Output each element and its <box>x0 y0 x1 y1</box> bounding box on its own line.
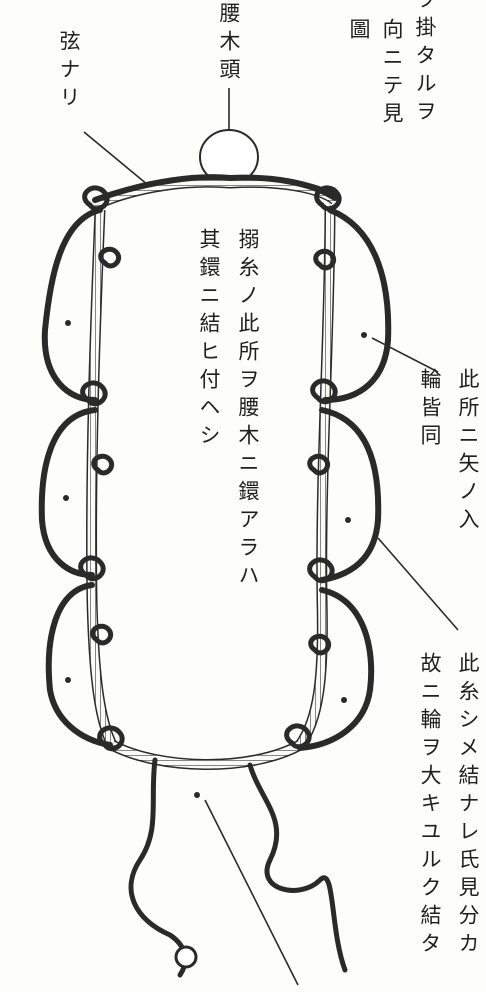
leader-lines <box>83 88 459 986</box>
outer-loops <box>38 174 392 751</box>
label-waist-head: 腰木頭 <box>217 2 241 86</box>
arrow-hole-dots <box>63 320 367 798</box>
label-knot-col2: 故ニ輪ヲ大キユルク結タ <box>418 652 442 960</box>
label-view-col1: ヲ掛タルヲ <box>413 0 437 128</box>
string-tails <box>128 757 348 978</box>
tail-bead <box>174 945 198 969</box>
label-arrow-col2: 輪皆同 <box>418 368 442 452</box>
hatched-cord <box>86 176 339 770</box>
label-bowstring: 弦ナリ <box>57 30 81 114</box>
label-view-col3: 圖 <box>347 18 371 46</box>
label-center-col2: 其鐶ニ結ヒ付ヘシ <box>197 228 221 452</box>
label-knot-col1: 此糸シメ結ナレ氏見分カ <box>456 652 480 960</box>
label-view-col2: 向ニテ見 <box>380 18 404 130</box>
knot-curls <box>78 185 342 752</box>
label-center-col1: 搦糸ノ此所ヲ腰木ニ鐶アラハ <box>236 228 260 592</box>
label-arrow-col1: 此所ニ矢ノ入 <box>456 368 480 536</box>
